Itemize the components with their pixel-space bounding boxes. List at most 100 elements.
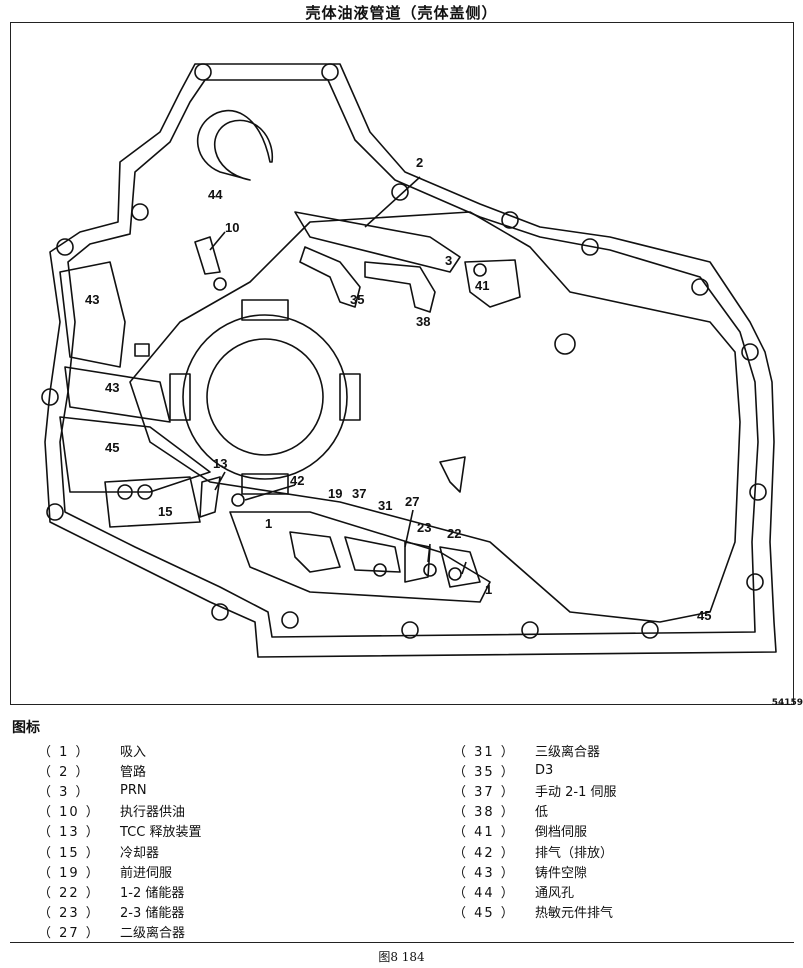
legend-item: （ 2 ） 管路 <box>38 760 201 780</box>
label-35: 35 <box>350 292 364 307</box>
legend-number: （ 42 ） <box>453 845 516 861</box>
legend-item: （ 19 ） 前进伺服 <box>38 861 201 881</box>
legend-item: （ 13 ） TCC 释放装置 <box>38 821 201 841</box>
legend-number: （ 44 ） <box>453 885 516 901</box>
legend-text: 前进伺服 <box>120 865 173 881</box>
legend-text: 2-3 储能器 <box>120 906 185 922</box>
label-15: 15 <box>158 504 172 519</box>
small-square <box>134 343 150 357</box>
channel-38 <box>364 261 436 313</box>
sump-region <box>129 211 741 623</box>
hub-outer <box>182 314 348 480</box>
passage-diagram: 2 10 44 3 41 43 35 38 43 45 13 42 19 37 … <box>41 63 777 658</box>
label-43a: 43 <box>85 292 99 307</box>
legend-number: （ 35 ） <box>453 764 516 780</box>
legend-number: （ 19 ） <box>38 865 101 881</box>
legend-text: D3 <box>535 762 554 778</box>
legend-number: （ 1 ） <box>38 744 91 760</box>
legend-number: （ 27 ） <box>38 926 101 942</box>
case-inner-outline <box>59 79 759 638</box>
legend-number: （ 2 ） <box>38 764 91 780</box>
label-37: 37 <box>352 486 366 501</box>
channel-31 <box>344 536 401 573</box>
legend-number: （ 10 ） <box>38 805 101 821</box>
label-31: 31 <box>378 498 392 513</box>
legend-item: （ 44 ） 通风孔 <box>453 881 617 901</box>
legend-number: （ 13 ） <box>38 825 101 841</box>
figure-code: 54159 <box>771 698 803 708</box>
case-outline <box>44 63 777 658</box>
legend-right-column: （ 31 ） 三级离合器 （ 35 ） D3 （ 37 ）手动 2-1 伺服 （ 38 ）… <box>453 740 617 922</box>
legend-text: 热敏元件排气 <box>535 906 614 922</box>
legend-number: （ 37 ） <box>453 784 516 800</box>
label-1a: 1 <box>265 516 272 531</box>
legend-number: （ 38 ） <box>453 805 516 821</box>
legend-item: （ 1 ） 吸入 <box>38 740 201 760</box>
legend-item: （ 37 ）手动 2-1 伺服 <box>453 780 617 800</box>
label-10: 10 <box>225 220 239 235</box>
label-3: 3 <box>445 253 452 268</box>
legend-text: 铸件空隙 <box>535 865 588 881</box>
diagram-labels: 2 10 44 3 41 43 35 38 43 45 13 42 19 37 … <box>85 155 711 623</box>
legend-text: 低 <box>535 805 549 821</box>
region-15 <box>104 476 201 528</box>
diagram-frame <box>10 22 794 705</box>
hub-tab-top <box>241 299 289 321</box>
label-38: 38 <box>416 314 430 329</box>
legend-text: 三级离合器 <box>535 744 601 760</box>
legend-number: （ 41 ） <box>453 825 516 841</box>
legend-item: （ 42 ） 排气（排放） <box>453 841 617 861</box>
legend-text: 执行器供油 <box>120 805 186 821</box>
label-45b: 45 <box>697 608 711 623</box>
legend-item: （ 3 ）PRN <box>38 780 201 800</box>
hub-tab-left <box>169 373 191 421</box>
legend-text: 二级离合器 <box>120 926 186 942</box>
legend-text: 吸入 <box>120 744 147 760</box>
label-45a: 45 <box>105 440 119 455</box>
bottom-rule <box>10 942 794 943</box>
label-42: 42 <box>290 473 304 488</box>
legend-item: （ 43 ）铸件空隙 <box>453 861 617 881</box>
legend-text: 1-2 储能器 <box>120 885 185 901</box>
region-43-lower <box>64 366 171 423</box>
legend-item: （ 23 ）2-3 储能器 <box>38 902 201 922</box>
legend-number: （ 3 ） <box>38 784 91 800</box>
channel-27 <box>404 541 431 583</box>
legend-text: 冷却器 <box>120 845 160 861</box>
region-45 <box>59 416 211 493</box>
legend-item: （ 45 ） 热敏元件排气 <box>453 902 617 922</box>
label-19: 19 <box>328 486 342 501</box>
legend-item: （ 27 ） 二级离合器 <box>38 922 201 942</box>
channel-35 <box>299 246 361 308</box>
notch <box>439 456 466 493</box>
channel-41 <box>464 259 521 308</box>
legend-text: TCC 释放装置 <box>120 825 202 841</box>
channel-19 <box>289 531 341 573</box>
legend-item: （ 15 ） 冷却器 <box>38 841 201 861</box>
legend-number: （ 15 ） <box>38 845 101 861</box>
legend-item: （ 41 ）倒档伺服 <box>453 821 617 841</box>
hub-inner <box>206 338 324 456</box>
legend-text: 管路 <box>120 764 147 780</box>
label-43b: 43 <box>105 380 119 395</box>
legend-item: （ 31 ） 三级离合器 <box>453 740 617 760</box>
legend-text: 排气（排放） <box>535 845 614 861</box>
legend-number: （ 22 ） <box>38 885 101 901</box>
legend-left-column: （ 1 ） 吸入 （ 2 ） 管路（ 3 ）PRN （ 10 ） 执行器供油 （ 13 ） T… <box>38 740 201 942</box>
legend-item: （ 35 ） D3 <box>453 760 617 780</box>
legend-number: （ 31 ） <box>453 744 516 760</box>
figure-title: 壳体油液管道（壳体盖侧） <box>305 4 498 22</box>
label-23: 23 <box>417 520 431 535</box>
legend-number: （ 45 ） <box>453 906 516 922</box>
legend-item: （ 10 ） 执行器供油 <box>38 801 201 821</box>
figure-caption: 图8 184 <box>378 950 425 964</box>
label-2: 2 <box>416 155 423 170</box>
label-22: 22 <box>447 526 461 541</box>
channel-2 <box>294 211 461 273</box>
boss-1 <box>554 333 576 355</box>
channel-1-lower <box>229 511 491 603</box>
legend-text: 通风孔 <box>535 885 575 901</box>
legend-item: （ 22 ） 1-2 储能器 <box>38 881 201 901</box>
label-27: 27 <box>405 494 419 509</box>
region-43-upper <box>59 261 126 368</box>
